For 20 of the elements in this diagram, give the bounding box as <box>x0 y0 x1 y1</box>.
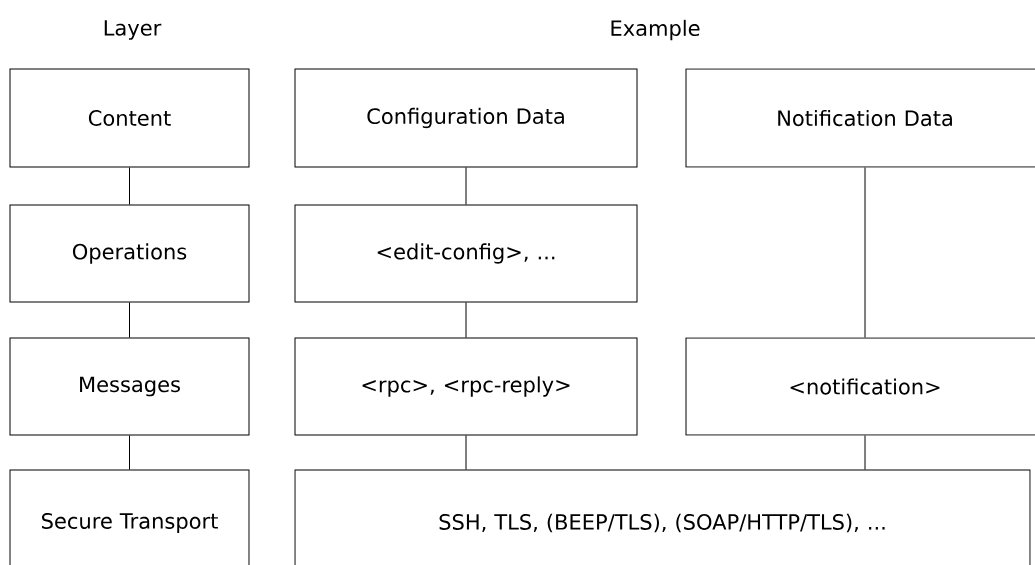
layer-box: Notification Data <box>685 68 1035 168</box>
layer-box: Operations <box>9 204 250 303</box>
connector-line <box>129 167 130 205</box>
connector-line <box>864 435 866 470</box>
layer-box: SSH, TLS, (BEEP/TLS), (SOAP/HTTP/TLS), ... <box>294 469 1031 565</box>
layer-box: Configuration Data <box>294 68 638 168</box>
layer-box: Content <box>9 68 250 168</box>
layer-box: Messages <box>9 337 250 436</box>
layer-box: Secure Transport <box>9 469 250 565</box>
connector-line <box>465 167 467 205</box>
connector-line <box>465 302 467 338</box>
connector-line <box>129 302 130 338</box>
connector-line <box>129 435 130 470</box>
layer-box: <notification> <box>685 337 1035 436</box>
layer-box: <rpc>, <rpc-reply> <box>294 337 638 436</box>
column-heading: Layer <box>104 20 162 40</box>
connector-line <box>465 435 467 470</box>
layer-box: <edit-config>, ... <box>294 204 638 303</box>
connector-line <box>864 167 866 338</box>
column-heading: Example <box>611 19 700 41</box>
